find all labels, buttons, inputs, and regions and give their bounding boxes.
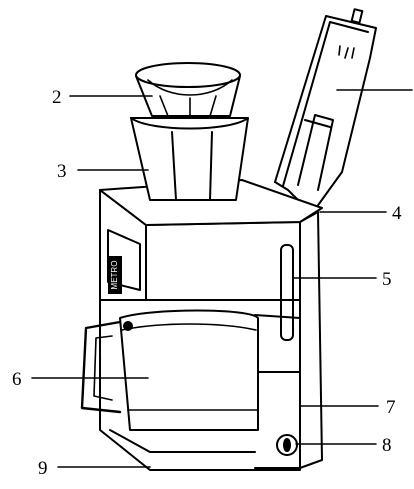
brand-badge: METRO — [108, 256, 122, 294]
callout-8: 8 — [382, 435, 392, 456]
power-switch[interactable] — [276, 434, 298, 456]
callout-7: 7 — [386, 397, 396, 418]
callout-4: 4 — [392, 203, 402, 224]
callout-lines — [31, 89, 413, 468]
filter-basket — [135, 62, 241, 117]
filter-holder — [130, 117, 249, 201]
callout-3: 3 — [57, 161, 67, 182]
carafe — [80, 309, 259, 431]
lid — [274, 8, 377, 209]
callout-5: 5 — [382, 269, 392, 290]
callout-6: 6 — [12, 369, 22, 390]
brand-badge-text: METRO — [110, 261, 119, 290]
callout-9: 9 — [38, 458, 48, 479]
callout-2: 2 — [52, 87, 62, 108]
